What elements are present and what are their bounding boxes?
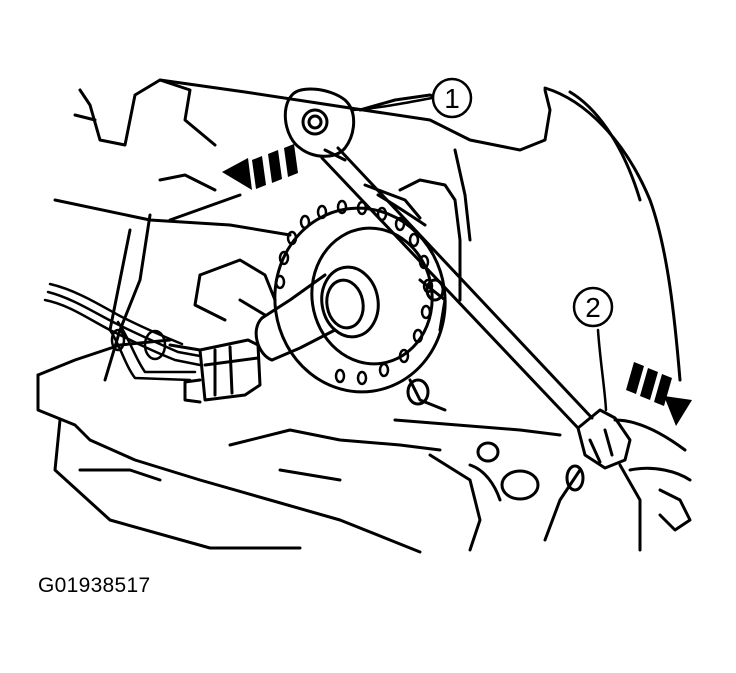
wiring-connector xyxy=(168,338,262,404)
callout-2: 2 xyxy=(572,286,614,412)
link-rod xyxy=(320,146,594,430)
direction-arrow-left xyxy=(222,144,298,190)
tone-ring xyxy=(273,178,462,412)
lower-bracket xyxy=(468,408,692,552)
image-code-label: G01938517 xyxy=(38,574,151,597)
housing-outline xyxy=(36,78,682,554)
wiring-harness xyxy=(43,282,202,382)
callout-1: 1 xyxy=(351,77,473,119)
direction-arrow-right xyxy=(626,362,692,426)
callout-2-label: 2 xyxy=(585,292,601,323)
upper-eyelet xyxy=(283,87,356,162)
callout-1-label: 1 xyxy=(444,83,460,114)
sensor-shaft xyxy=(193,258,380,362)
